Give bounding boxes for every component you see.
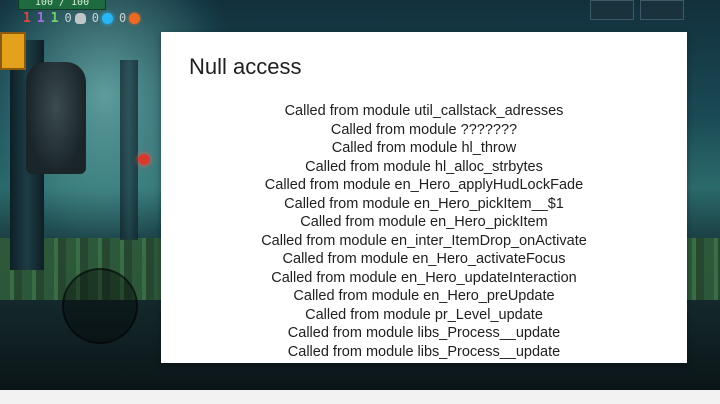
call-stack-line: Called from module libs_Process__update [287,343,561,360]
virtual-joystick[interactable] [62,268,138,344]
background-statue [26,62,86,174]
cell-icon [101,12,113,24]
brutality-stat: 1 [23,10,31,26]
map-button[interactable] [640,0,684,20]
gold-counter: 0 [118,11,141,25]
gold-icon [129,12,141,24]
background-pillar [120,60,138,240]
skull-icon [74,12,86,24]
call-stack-line: Called from module hl_alloc_strbytes [305,158,543,175]
tactics-stat: 1 [36,10,45,26]
survival-stat: 1 [50,10,59,26]
skull-count: 0 [64,11,72,25]
hud-stats: 1 1 1 0 0 0 [0,9,141,27]
call-stack-line: Called from module en_Hero_pickItem__$1 [284,195,564,212]
call-stack-line: Called from module libs_Process__update [287,325,561,341]
menu-button[interactable] [590,0,634,20]
cell-count: 0 [91,11,99,25]
call-stack-line: Called from module hl_throw [331,140,517,156]
bottom-strip [0,390,720,404]
item-banner [0,32,26,70]
call-stack-line: Called from module en_Hero_activateFocus [282,251,566,267]
error-dialog: Null access Called from module util_call… [161,32,687,363]
enemy-sprite [138,154,150,165]
call-stack-line: Called from module en_Hero_applyHudLockF… [264,177,584,193]
cell-counter: 0 [92,11,113,25]
call-stack-line: Called from module en_inter_ItemDrop_onA… [261,232,587,249]
call-stack-line: Called from module en_Hero_preUpdate [293,288,555,304]
call-stack-line: Called from module en_Hero_updateInterac… [271,269,577,286]
skull-counter: 0 [64,11,86,25]
call-stack-list: Called from module util_callstack_adress… [161,102,687,361]
call-stack-line: Called from module pr_Level_update [305,306,543,323]
dialog-title: Null access [189,54,302,79]
call-stack-line: Called from module util_callstack_adress… [284,103,564,119]
gold-count: 0 [118,11,127,25]
health-bar: 100 / 100 [18,0,106,10]
call-stack-line: Called from module ??????? [330,121,518,138]
call-stack-line: Called from module en_Hero_pickItem [300,214,548,230]
